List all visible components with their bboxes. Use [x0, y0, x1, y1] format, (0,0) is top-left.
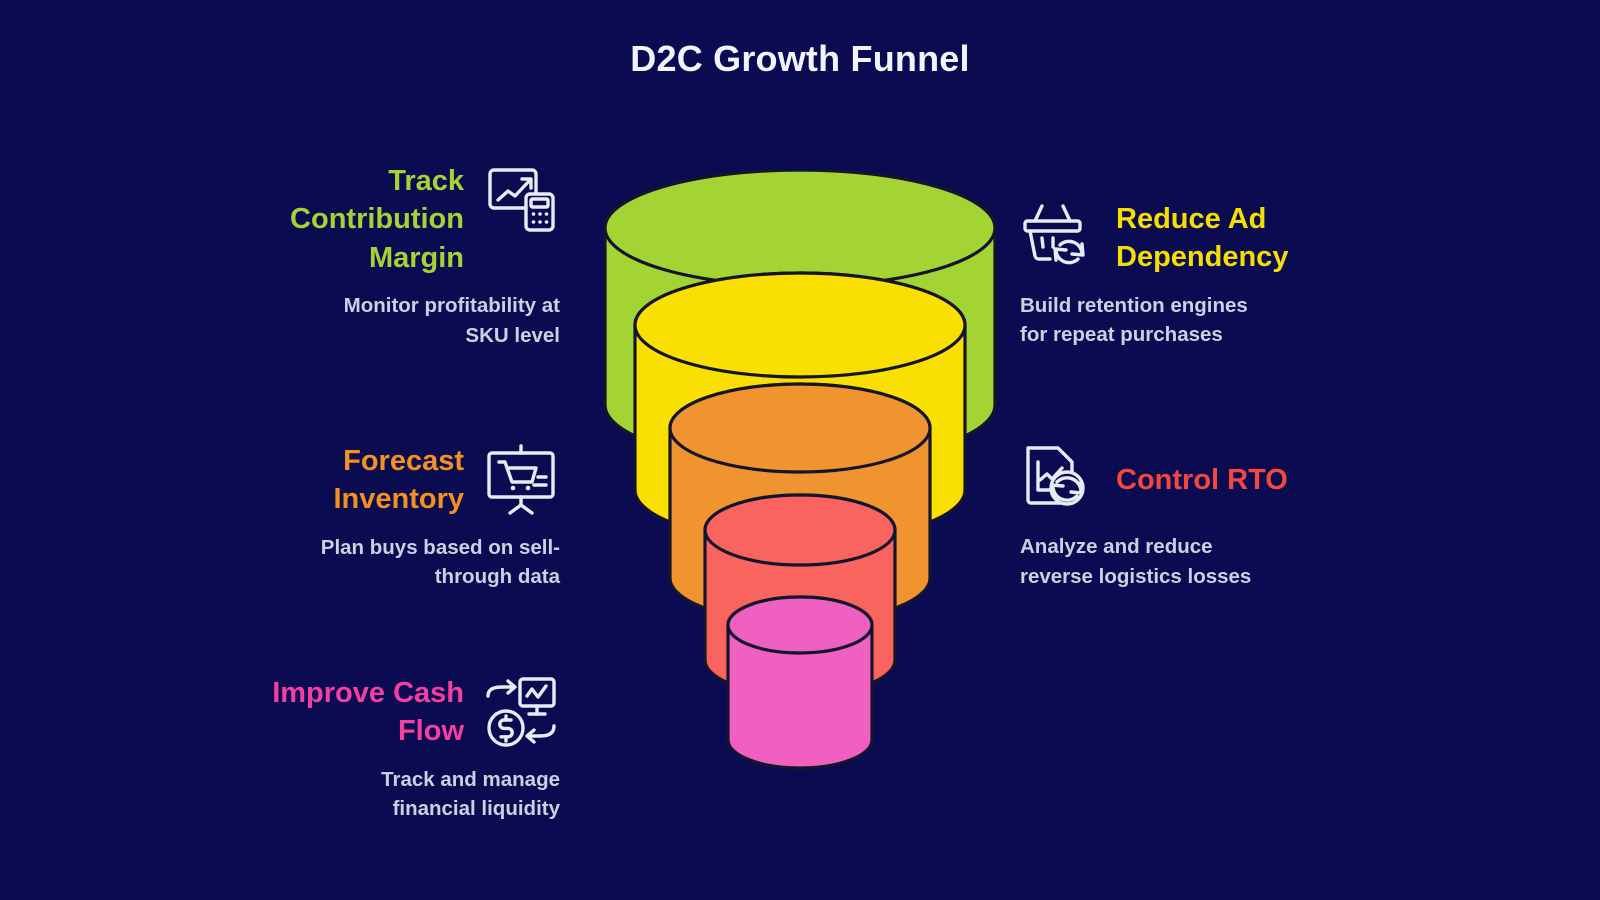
item-description: Track and manage financial liquidity: [381, 767, 560, 821]
item-description: Monitor profitability at SKU level: [343, 293, 560, 347]
item-improve-cash-flow[interactable]: Improve Cash Flow Tr: [160, 672, 560, 824]
item-description: Plan buys based on sell- through data: [320, 535, 560, 589]
item-reduce-ad-dependency[interactable]: Reduce Ad Dependency Build retention eng…: [1020, 198, 1450, 350]
item-control-rto[interactable]: Control RTO Analyze and reduce reverse l…: [1020, 440, 1450, 591]
document-chart-refresh-icon: [1020, 440, 1098, 518]
basket-refresh-icon: [1020, 198, 1098, 276]
item-heading: Improve Cash Flow: [272, 677, 464, 748]
item-heading: Forecast Inventory: [333, 445, 464, 516]
chart-calculator-icon: [482, 160, 560, 238]
cashflow-monitor-icon: [482, 672, 560, 750]
funnel-stage-5: [726, 595, 874, 770]
item-heading: Reduce Ad Dependency: [1116, 203, 1289, 274]
page-title: D2C Growth Funnel: [630, 38, 970, 79]
funnel-svg: [603, 170, 997, 770]
item-forecast-inventory[interactable]: Forecast Inventory Plan buys based on se…: [160, 440, 560, 592]
item-description: Build retention engines for repeat purch…: [1020, 293, 1248, 347]
item-description: Analyze and reduce reverse logistics los…: [1020, 535, 1252, 588]
funnel-graphic: [560, 170, 1040, 790]
presentation-cart-icon: [482, 440, 560, 518]
item-track-contribution-margin[interactable]: Track Contribution Margin Monit: [160, 160, 560, 350]
item-heading: Track Contribution Margin: [290, 165, 464, 274]
item-heading: Control RTO: [1116, 463, 1288, 496]
